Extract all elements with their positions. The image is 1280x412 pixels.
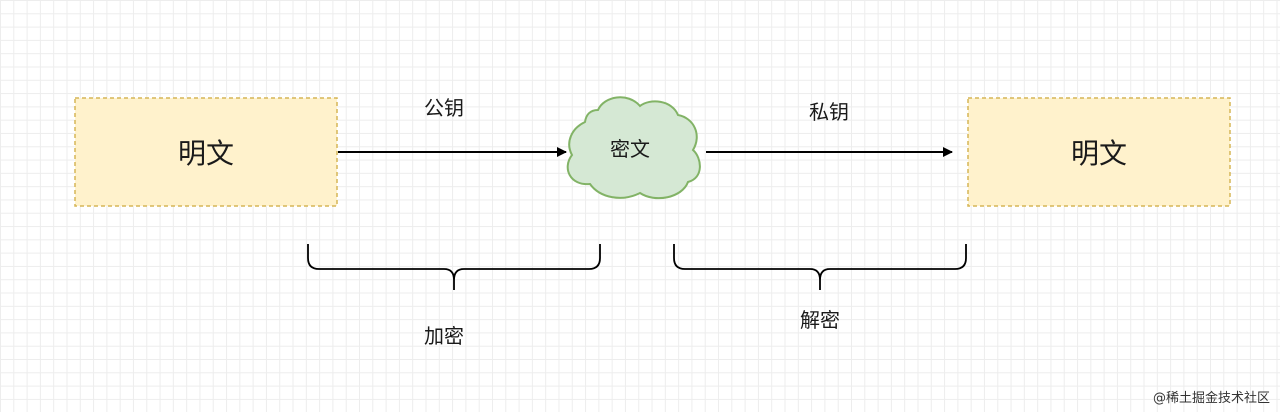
private-key-label: 私钥 (809, 100, 849, 124)
public-key-label: 公钥 (424, 96, 464, 120)
decrypt-brace (673, 244, 967, 290)
encrypt-brace (307, 244, 601, 290)
watermark-text: @稀土掘金技术社区 (1152, 391, 1270, 406)
plaintext-right-label: 明文 (967, 97, 1231, 207)
ciphertext-cloud (566, 96, 701, 200)
plaintext-left-label: 明文 (74, 97, 338, 207)
plaintext-box-right (967, 97, 1231, 207)
plaintext-left-text: 明文 (177, 137, 234, 170)
ciphertext-text: 密文 (610, 137, 650, 161)
plaintext-right-text: 明文 (1070, 137, 1127, 170)
plaintext-box-left (74, 97, 338, 207)
decrypt-label: 解密 (800, 308, 840, 332)
encrypt-label: 加密 (424, 324, 464, 348)
